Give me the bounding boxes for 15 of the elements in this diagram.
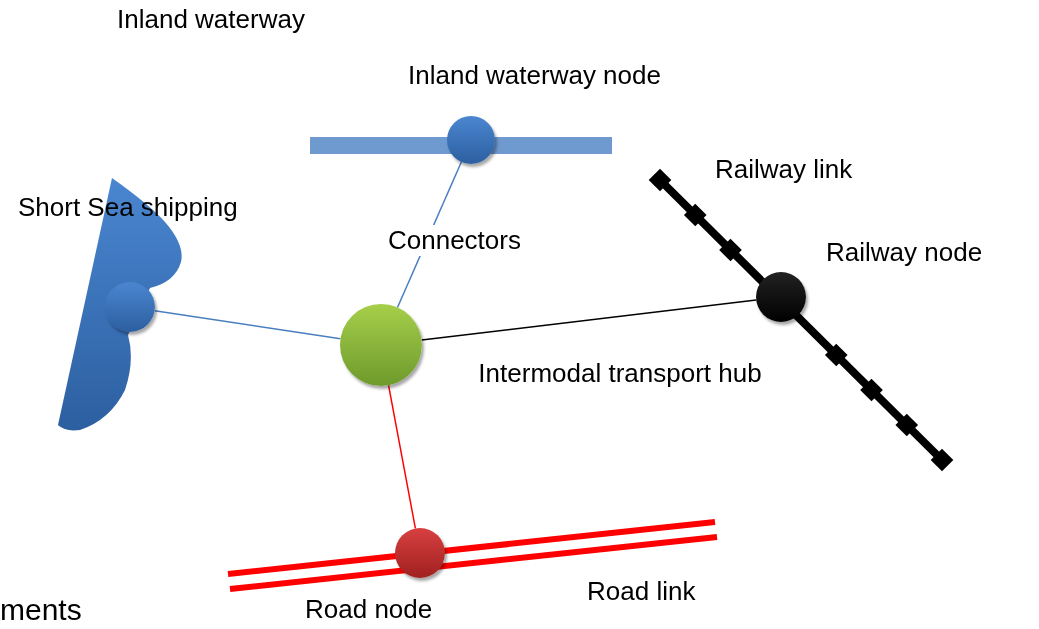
- connector-line: [387, 384, 417, 530]
- connector-line: [420, 299, 757, 341]
- waterway-label: Inland waterway: [117, 4, 305, 36]
- text-fragment: ments: [0, 592, 82, 628]
- connectors-label: Connectors: [388, 225, 521, 257]
- node-label: Road node: [305, 594, 433, 626]
- node-circle: [395, 528, 445, 578]
- node-label: Inland waterway node: [408, 60, 661, 92]
- node-circle: [447, 116, 495, 164]
- node-circle: [756, 272, 806, 322]
- node-label: Railway node: [826, 237, 983, 269]
- railway-link-label: Railway link: [715, 154, 853, 186]
- connector-line: [153, 310, 342, 340]
- road-link-label: Road link: [587, 576, 696, 608]
- node-label: Intermodal transport hub: [477, 358, 763, 390]
